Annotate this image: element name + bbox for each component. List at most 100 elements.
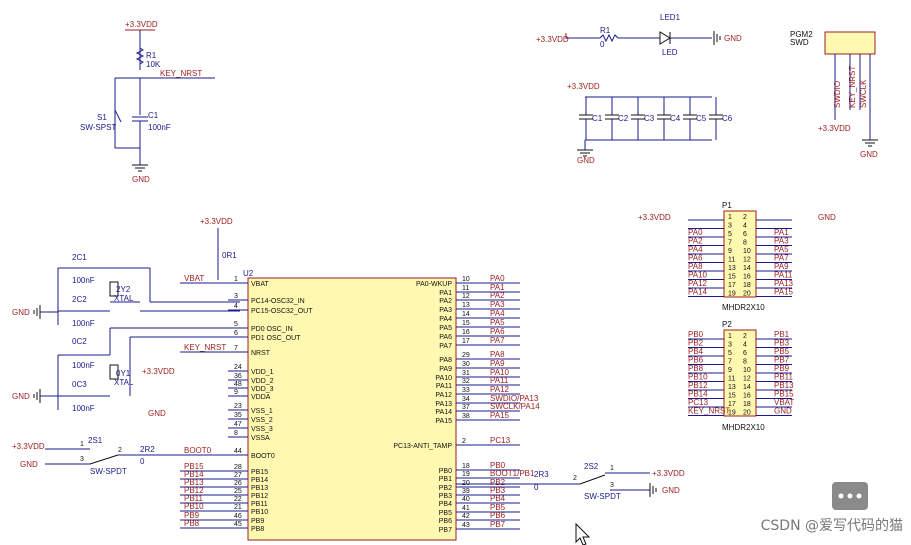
- header-left-net: PB10: [688, 373, 708, 382]
- header-left-net: PA12: [688, 279, 708, 288]
- mcu-right-pin-name: PA3: [439, 307, 452, 314]
- header-pin-number: 5: [728, 350, 732, 357]
- header-right-net: PB13: [774, 381, 794, 390]
- mcu-right-net-label: PA2: [490, 291, 505, 300]
- mcu-right-net-label: PA15: [490, 411, 510, 420]
- header-left-net: PB8: [688, 364, 704, 373]
- p1-gnd-label: GND: [818, 213, 836, 222]
- header-pin-number: 7: [728, 359, 732, 366]
- mcu-left-pin-name: PC14-OSC32_IN: [251, 298, 305, 305]
- swd-pin-swdio: SWDIO: [833, 81, 842, 108]
- mcu-right-net-label: PA6: [490, 327, 505, 336]
- mcu-right-net-label: PA7: [490, 336, 505, 345]
- led-vdd-label: +3.3VDD: [536, 35, 569, 44]
- mcu-left-net-label: PB13: [184, 478, 204, 487]
- mcu-right-net-label: PB4: [490, 494, 506, 503]
- mcu-body: [247, 277, 457, 541]
- header-pin-number: 6: [743, 231, 747, 238]
- header-left-net: PA10: [688, 271, 708, 280]
- mcu-left-pin-name: VDD_3: [251, 386, 274, 393]
- sw1-pin2: 2: [118, 447, 122, 454]
- mcu-u2: +3.3VDD 0R1 U2 1VBATVBAT3PC14-OSC32_IN4P…: [142, 217, 540, 541]
- mcu-left-pin-name: VSS_2: [251, 417, 273, 424]
- mcu-right-pin-number: 37: [462, 404, 470, 411]
- mcu-right-pin-name: PC13-ANTI_TAMP: [393, 443, 452, 450]
- header-pin-number: 16: [743, 393, 751, 400]
- mcu-left-pin-name: VBAT: [251, 281, 269, 288]
- header-right-net: PB11: [774, 373, 794, 382]
- mcu-right-pin-number: 16: [462, 329, 470, 336]
- mcu-right-pin-number: 33: [462, 387, 470, 394]
- header-left-net: PB12: [688, 381, 708, 390]
- mcu-right-net-label: PA11: [490, 376, 509, 385]
- header-right-net: PB9: [774, 364, 790, 373]
- mcu-right-net-label: PA5: [490, 318, 505, 327]
- chat-bubble-icon[interactable]: [832, 482, 868, 510]
- sw2-name: SW-SPDT: [584, 492, 621, 501]
- mcu-left-pin-number: 35: [234, 412, 242, 419]
- watermark: CSDN @爱写代码的猫: [760, 518, 903, 534]
- swd-gnd-label: GND: [860, 150, 878, 159]
- cap-ref: C6: [722, 114, 733, 123]
- osc32-crystal-value: XTAL: [114, 294, 134, 303]
- sw2-pin3: 3: [610, 482, 614, 489]
- mcu-left-net-label: PB15: [184, 462, 204, 471]
- header-right-net: VBAT: [774, 398, 794, 407]
- cap-ref: C5: [696, 114, 707, 123]
- mcu-right-pin-number: 12: [462, 293, 470, 300]
- mcu-right-net-label: PA9: [490, 359, 505, 368]
- p1-body: [723, 210, 757, 298]
- header-left-net: PB14: [688, 390, 708, 399]
- sw2-pin2: 2: [573, 475, 577, 482]
- mcu-right-net-label: SWCLK/PA14: [490, 402, 540, 411]
- header-left-net: PA6: [688, 254, 703, 263]
- osc-c1-value: 100nF: [72, 361, 95, 370]
- mcu-right-pin-number: 40: [462, 496, 470, 503]
- mcu-right-pin-name: PA10: [435, 375, 452, 382]
- mcu-left-pin-name: PD0 OSC_IN: [251, 326, 293, 333]
- mcu-left-pin-name: VSSA: [251, 435, 270, 442]
- osc-crystal-ref: 0Y1: [116, 369, 131, 378]
- mcu-left-net-label: PB12: [184, 486, 204, 495]
- mcu-right-pin-number: 10: [462, 276, 470, 283]
- mcu-right-pin-number: 29: [462, 352, 470, 359]
- header-pin-number: 4: [743, 342, 747, 349]
- mcu-right-pin-name: PA5: [439, 325, 452, 332]
- header-right-net: PA13: [774, 279, 794, 288]
- header-right-net: PA1: [774, 228, 789, 237]
- mcu-left-pin-number: 3: [234, 293, 238, 300]
- header-pin-number: 1: [728, 333, 732, 340]
- reset-cap-ref: C1: [148, 111, 159, 120]
- mcu-right-pin-name: PB0: [439, 468, 452, 475]
- mcu-right-pin-number: 11: [462, 285, 469, 292]
- mcu-right-net-label: PA8: [490, 350, 505, 359]
- sw2-resistor-value: 0: [534, 483, 539, 492]
- vdd-label: +3.3VDD: [125, 20, 158, 29]
- mcu-right-net-label: PB7: [490, 520, 506, 529]
- sw2-pin1: 1: [610, 465, 614, 472]
- p1-name: MHDR2X10: [722, 303, 765, 312]
- cap-ref: C1: [592, 114, 603, 123]
- mcu-left-net-label: KEY_NRST: [184, 343, 226, 352]
- sw2-lever: [579, 474, 606, 485]
- swd-connector-body: [824, 31, 876, 55]
- mcu-right-net-label: PB0: [490, 461, 506, 470]
- sw1-vdd-label: +3.3VDD: [12, 442, 45, 451]
- mcu-left-pin-name: VSS_3: [251, 426, 273, 433]
- header-pin-number: 15: [728, 393, 736, 400]
- header-pin-number: 2: [743, 333, 747, 340]
- osc-c2-ref: 0C3: [72, 380, 87, 389]
- mcu-right-net-label: SWDIO/PA13: [490, 394, 539, 403]
- header-pin-number: 17: [728, 401, 736, 408]
- header-left-net: PC13: [688, 398, 709, 407]
- header-pin-number: 10: [743, 248, 751, 255]
- mcu-vdd-label: +3.3VDD: [200, 217, 233, 226]
- header-right-net: PB7: [774, 356, 790, 365]
- header-pin-number: 6: [743, 350, 747, 357]
- osc32-circuit: 2C1 100nF 2C2 100nF 2Y2 XTAL GND: [12, 253, 240, 328]
- cap-ref: C3: [644, 114, 655, 123]
- mcu-right-pin-name: PA12: [435, 392, 452, 399]
- osc-gnd-label: GND: [12, 392, 30, 401]
